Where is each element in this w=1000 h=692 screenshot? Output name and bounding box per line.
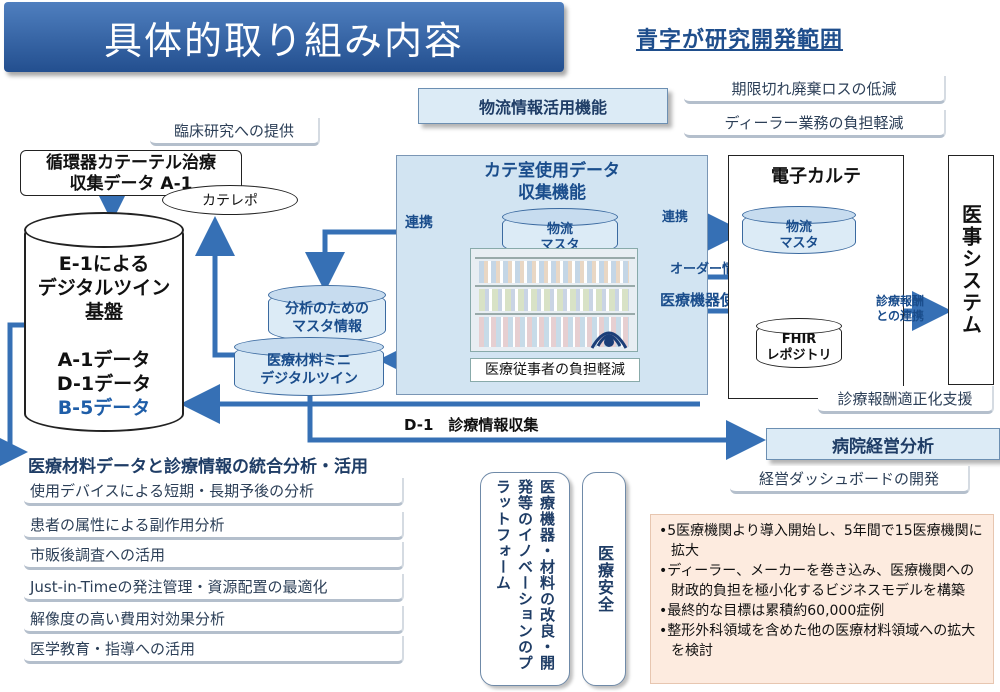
wireless-icon: [584, 322, 634, 352]
cyl-line-2: デジタルツイン: [37, 277, 171, 299]
catereport-label: カテレポ: [162, 185, 298, 215]
analysis-master-cylinder-top: [268, 285, 386, 305]
goal-bullet-1: •5医療機関より導入開始し、5年間で15医療機関に拡大: [659, 523, 983, 559]
analysis-master-l1: 分析のための: [285, 301, 369, 317]
analysis-item-5: 解像度の高い費用対効果分析: [24, 606, 404, 634]
digital-twin-text: E-1による デジタルツイン 基盤 A-1データ D-1データ B-5データ: [24, 252, 184, 420]
analysis-master-text: 分析のための マスタ情報: [268, 300, 386, 336]
analysis-master-l2: マスタ情報: [292, 319, 362, 335]
fhir-l2: レポジトリ: [766, 348, 832, 363]
mini-twin-l2: デジタルツイン: [260, 371, 358, 387]
fhir-cylinder-top: [756, 318, 842, 334]
photo-caption: 医療従事者の負担軽減: [470, 358, 640, 382]
registry-line2: 収集データ A-1: [69, 174, 193, 194]
mini-twin-cylinder-top: [234, 337, 384, 357]
mini-twin-text: 医療材料ミニ デジタルツイン: [234, 352, 384, 388]
fee-link-l1: 診療報酬: [876, 294, 925, 308]
cath-lab-title: カテ室使用データ 収集機能: [396, 160, 708, 204]
data-d1: D-1データ: [56, 373, 152, 395]
analysis-item-2: 患者の属性による副作用分析: [24, 512, 404, 540]
cyl-line-3: 基盤: [84, 301, 123, 323]
ehr-master-l1: 物流: [785, 220, 812, 235]
registry-line1: 循環器カテーテル治療: [46, 153, 216, 173]
goal-bullet-4: •整形外科領域を含めた他の医療材料領域への拡大を検討: [659, 623, 976, 659]
storage-shelf-photo: [470, 248, 638, 352]
ehr-master-text: 物流 マスタ: [742, 220, 856, 252]
page-title: 具体的取り組み内容: [4, 2, 564, 72]
note-dealer-burden: ディーラー業務の負担軽減: [684, 110, 946, 138]
scope-note: 青字が研究開発範囲: [636, 28, 844, 53]
analysis-item-1: 使用デバイスによる短期・長期予後の分析: [24, 478, 404, 506]
cath-lab-title-2: 収集機能: [518, 183, 586, 203]
digital-twin-cylinder-top: [24, 212, 184, 248]
innovation-platform-box: 医療機器・材料の改良・開発等のイノベーションのプラットフォーム: [480, 472, 570, 686]
link-right-label: 連携: [662, 210, 689, 225]
ehr-master-l2: マスタ: [779, 236, 819, 251]
analysis-item-4: Just-in-Timeの発注管理・資源配置の最適化: [24, 574, 404, 602]
fee-link-l2: との連携: [876, 309, 924, 323]
ehr-title: 電子カルテ: [771, 166, 861, 187]
mini-twin-l1: 医療材料ミニ: [267, 353, 351, 369]
clinical-research-label: 臨床研究への提供: [150, 118, 320, 146]
link-left-label: 連携: [405, 215, 433, 231]
goal-bullet-3: •最終的な目標は累積約60,000症例: [659, 603, 885, 619]
medical-affairs-system: 医事システム: [948, 155, 994, 385]
cath-master-l1: 物流: [546, 222, 573, 237]
arrow-to-clinical: [195, 216, 235, 358]
goals-bubble: •5医療機関より導入開始し、5年間で15医療機関に拡大 •ディーラー、メーカーを…: [650, 514, 994, 684]
fee-support-label: 診療報酬適正化支援: [818, 386, 994, 414]
data-b5: B-5データ: [57, 397, 151, 419]
analysis-item-3: 市販後調査への活用: [24, 542, 404, 570]
fee-link-label: 診療報酬 との連携: [876, 294, 924, 324]
data-a1: A-1データ: [57, 349, 151, 371]
goal-bullet-2: •ディーラー、メーカーを巻き込み、医療機関への財政的負担を極小化するビジネスモデ…: [659, 563, 975, 599]
ehr-master-cylinder-top: [742, 206, 856, 224]
medical-safety-box: 医療安全: [582, 472, 626, 686]
digital-twin-cylinder: [24, 216, 184, 432]
note-expiry-loss: 期限切れ廃棄ロスの低減: [684, 76, 946, 104]
fhir-text: FHIR レポジトリ: [756, 332, 842, 364]
logistics-function-box: 物流情報活用機能: [418, 88, 668, 124]
analysis-item-6: 医学教育・指導への活用: [24, 636, 404, 664]
hospital-management-box: 病院経営分析: [766, 428, 1000, 460]
collection-label: D-1 診療情報収集: [404, 416, 539, 434]
cyl-line-1: E-1による: [58, 253, 150, 275]
fhir-l1: FHIR: [781, 332, 817, 347]
cath-lab-title-1: カテ室使用データ: [484, 161, 620, 181]
cath-master-cylinder-top: [502, 208, 618, 226]
dashboard-label: 経営ダッシュボードの開発: [730, 466, 970, 494]
integration-heading: 医療材料データと診療情報の統合分析・活用: [28, 457, 368, 477]
